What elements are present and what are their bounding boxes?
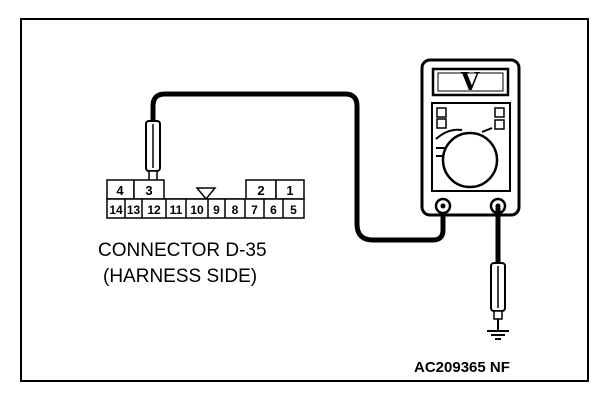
connector-label: CONNECTOR D-35 [98,240,267,261]
pin-label: 7 [251,203,258,217]
pin-label: 2 [257,183,264,198]
pin-label: 14 [109,203,123,217]
connector-key-triangle [195,187,217,201]
multimeter-display-value: V [460,67,480,96]
test-lead-wire [150,91,446,243]
pin-label: 4 [116,183,124,198]
pin-label: 3 [145,183,152,198]
pin-label: 5 [290,203,297,217]
pin-label: 13 [127,203,141,217]
multimeter-button [436,118,447,129]
pin-label: 1 [286,183,293,198]
multimeter: V [420,58,521,217]
ground-probe [490,262,506,330]
pin-label: 6 [270,203,277,217]
pin-label: 10 [190,203,204,217]
ground-icon [487,330,509,340]
multimeter-button [494,119,505,130]
pin-label: 8 [232,203,239,217]
diagram-frame [20,18,589,382]
pin-label: 11 [170,203,183,217]
connector-d35: 4 3 2 1 14 13 12 11 10 9 8 7 6 5 [106,179,305,219]
connector-probe [145,120,161,196]
figure-code: AC209365 NF [414,359,510,376]
multimeter-dial [441,131,499,189]
pin-label: 9 [213,203,220,217]
multimeter-button [494,107,505,118]
multimeter-button [436,107,447,118]
connector-sublabel: (HARNESS SIDE) [103,266,257,287]
pin-label: 12 [147,203,161,217]
